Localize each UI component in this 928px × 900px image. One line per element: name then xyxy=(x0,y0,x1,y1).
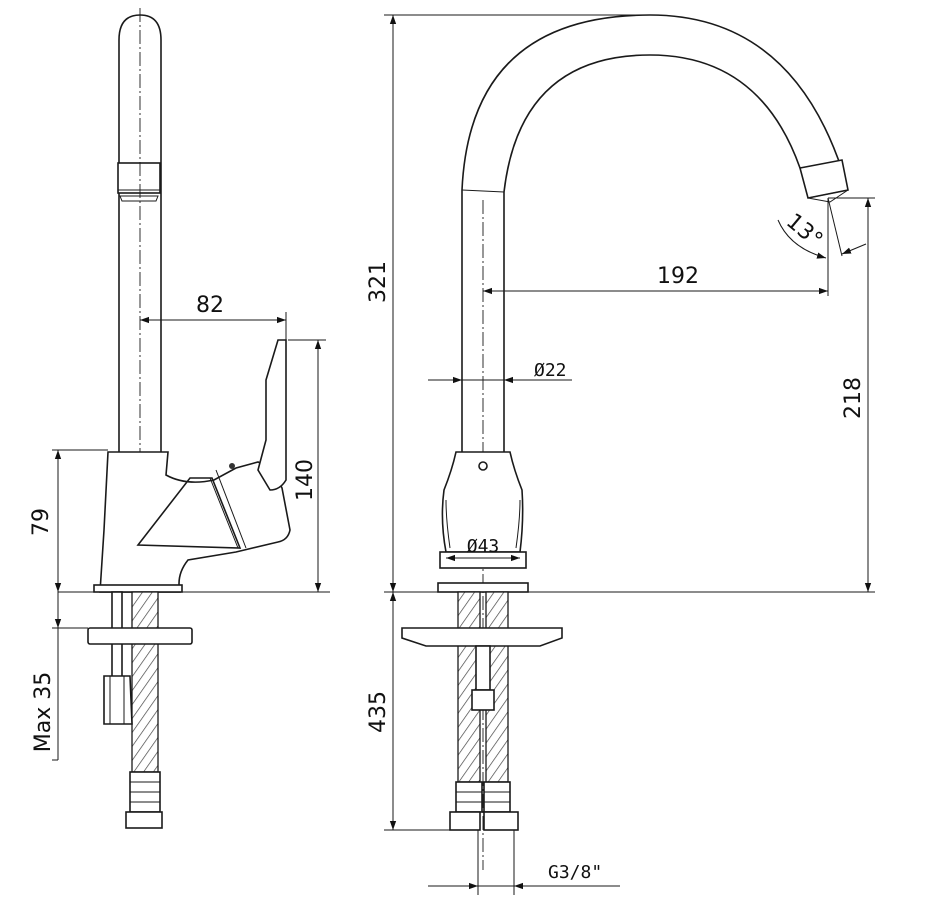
dim-218-label: 218 xyxy=(841,377,866,419)
front-nut-left xyxy=(449,811,481,831)
front-fixing-plate xyxy=(401,627,563,647)
dim-435-label: 435 xyxy=(366,691,391,733)
front-spout-inner xyxy=(503,54,801,455)
dim-angle-arc xyxy=(777,219,827,259)
front-fixing-nut xyxy=(471,689,495,711)
front-body-screw xyxy=(478,461,488,471)
front-mount-stud xyxy=(475,645,491,691)
front-nut-right xyxy=(483,811,519,831)
front-fitting-left xyxy=(455,781,483,813)
dim-79-label: 79 xyxy=(29,508,54,536)
dim-max35-label: Max 35 xyxy=(31,672,56,752)
front-fitting-right xyxy=(483,781,511,813)
dim-192-label: 192 xyxy=(657,264,699,289)
side-view: 82 140 79 Max 35 xyxy=(29,8,330,829)
front-spout-outer xyxy=(461,14,843,455)
side-fixing-nut xyxy=(103,675,133,725)
dim-d43-label: Ø43 xyxy=(467,536,500,557)
dim-140-label: 140 xyxy=(293,459,318,501)
front-base-plate xyxy=(437,582,529,593)
side-hose-nut xyxy=(125,811,163,829)
side-hose xyxy=(131,591,159,773)
side-base-plate xyxy=(93,584,183,593)
dim-82-label: 82 xyxy=(196,293,224,318)
front-view: 321 192 218 13° Ø22 Ø43 435 xyxy=(366,14,875,895)
dim-d22-label: Ø22 xyxy=(534,360,567,381)
side-handle-lever xyxy=(257,339,287,491)
side-aerator xyxy=(117,162,161,194)
front-aerator xyxy=(799,159,849,199)
side-spout-tube xyxy=(118,14,162,456)
side-fixing-plate xyxy=(87,627,193,645)
dim-321-label: 321 xyxy=(366,261,391,303)
dim-13deg-label: 13° xyxy=(781,209,827,253)
dim-g38-label: G3/8" xyxy=(548,862,602,883)
